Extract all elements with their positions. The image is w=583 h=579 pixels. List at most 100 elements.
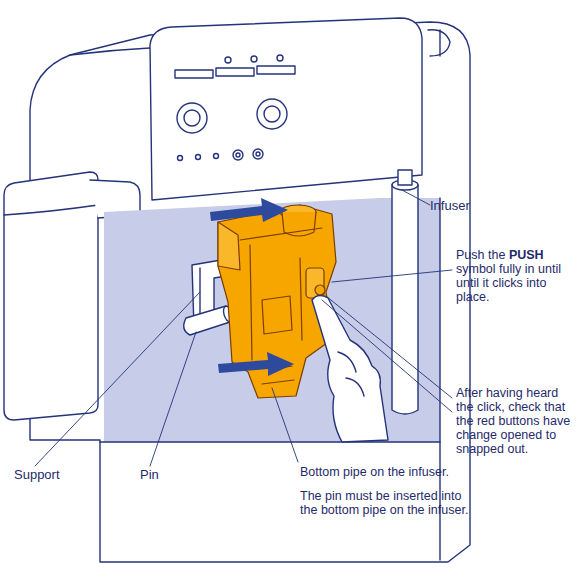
- label-word: click,: [477, 400, 505, 414]
- label-word: Infuser: [430, 199, 470, 213]
- label-word: the: [456, 414, 473, 428]
- button-strip: [257, 66, 295, 74]
- indicator-light: [251, 56, 257, 62]
- leader-line: [332, 270, 452, 282]
- button: [236, 153, 240, 157]
- label-word: the: [388, 465, 405, 479]
- button: [233, 150, 243, 160]
- button: [253, 149, 263, 159]
- dial: [264, 106, 280, 122]
- dial: [184, 110, 200, 126]
- label-word: fully: [499, 262, 521, 276]
- label-word: clicks: [492, 276, 523, 290]
- label-word: must: [345, 489, 372, 503]
- button-strip: [216, 68, 254, 76]
- label-word: on: [390, 503, 404, 517]
- label-word: that: [544, 400, 565, 414]
- label-word: infuser.: [428, 503, 468, 517]
- callout-label: Infuser: [430, 199, 540, 213]
- label-word: on: [370, 465, 384, 479]
- red-button: [315, 285, 325, 295]
- button: [256, 152, 260, 156]
- label-word: opened: [501, 428, 543, 442]
- label-word: buttons: [498, 414, 539, 428]
- label-word: pin: [325, 489, 342, 503]
- callout-label: Support: [14, 468, 104, 482]
- label-word: place.: [456, 290, 489, 304]
- infuser-top: [282, 212, 316, 236]
- label-word: Push: [456, 248, 485, 262]
- leader-line: [150, 332, 196, 466]
- callout-label: After havingheard the click,checkthat thered…: [456, 386, 582, 456]
- label-word: check: [508, 400, 541, 414]
- leader-line: [326, 296, 452, 398]
- leader-line: [322, 300, 452, 412]
- label-word: into: [526, 276, 546, 290]
- infuser-detail: [300, 258, 302, 340]
- label-word: inserted: [393, 489, 437, 503]
- label-word: in: [525, 262, 535, 276]
- label-word: pipe: [363, 503, 387, 517]
- label-word: be: [376, 489, 390, 503]
- infuser-detail: [240, 228, 322, 240]
- led: [178, 156, 183, 161]
- label-word: to: [546, 428, 556, 442]
- water-tank: [4, 205, 98, 215]
- callout-label: Bottompipeonthe infuser.: [300, 465, 500, 479]
- label-word: the: [456, 400, 473, 414]
- label-word: PUSH: [509, 248, 544, 262]
- steam-knob: [439, 30, 440, 56]
- callout-label: Pin: [140, 468, 200, 482]
- label-word: until: [456, 276, 479, 290]
- label-word: Bottom: [300, 465, 340, 479]
- leader-line: [35, 292, 200, 466]
- led: [214, 154, 219, 159]
- indicator-light: [225, 57, 231, 63]
- spout-tip: [398, 170, 412, 185]
- callout-label: Thepinmustbeinsertedintothebottompipeont…: [300, 489, 472, 517]
- label-word: the: [300, 503, 317, 517]
- push-button: [306, 268, 324, 298]
- label-word: symbol: [456, 262, 496, 276]
- direction-arrow: [210, 198, 288, 222]
- hand: [338, 352, 364, 396]
- label-word: pipe: [343, 465, 367, 479]
- label-word: out.: [507, 442, 528, 456]
- leader-line: [402, 190, 430, 205]
- label-word: Pin: [140, 468, 159, 482]
- label-word: until: [538, 262, 561, 276]
- label-word: bottom: [321, 503, 359, 517]
- machine-edge: [100, 441, 440, 442]
- label-word: the: [407, 503, 424, 517]
- callout-label: PushthePUSHsymbolfullyinuntiluntilitclic…: [456, 248, 580, 304]
- infuser-unit: [218, 222, 240, 270]
- label-word: red: [477, 414, 495, 428]
- label-word: After: [456, 386, 482, 400]
- label-word: change: [456, 428, 497, 442]
- label-word: have: [543, 414, 570, 428]
- infuser-detail: [262, 380, 294, 384]
- label-word: heard: [526, 386, 558, 400]
- top-edge: [70, 48, 150, 55]
- control-panel: [150, 18, 422, 200]
- hand: [312, 295, 388, 442]
- button-strip: [175, 70, 213, 78]
- indicator-light: [277, 55, 283, 61]
- water-tank: [4, 172, 98, 420]
- label-word: having: [486, 386, 523, 400]
- infuser-detail: [250, 245, 252, 360]
- label-word: the: [488, 248, 505, 262]
- label-word: The: [300, 489, 322, 503]
- direction-arrow: [218, 352, 294, 376]
- dial: [177, 103, 207, 133]
- label-word: infuser.: [409, 465, 449, 479]
- leader-line: [272, 388, 298, 462]
- label-word: it: [482, 276, 488, 290]
- infuser-detail: [262, 296, 292, 334]
- dial: [257, 99, 287, 129]
- steam-knob: [428, 30, 450, 56]
- label-word: snapped: [456, 442, 504, 456]
- label-word: Support: [14, 468, 60, 482]
- label-word: into: [441, 489, 461, 503]
